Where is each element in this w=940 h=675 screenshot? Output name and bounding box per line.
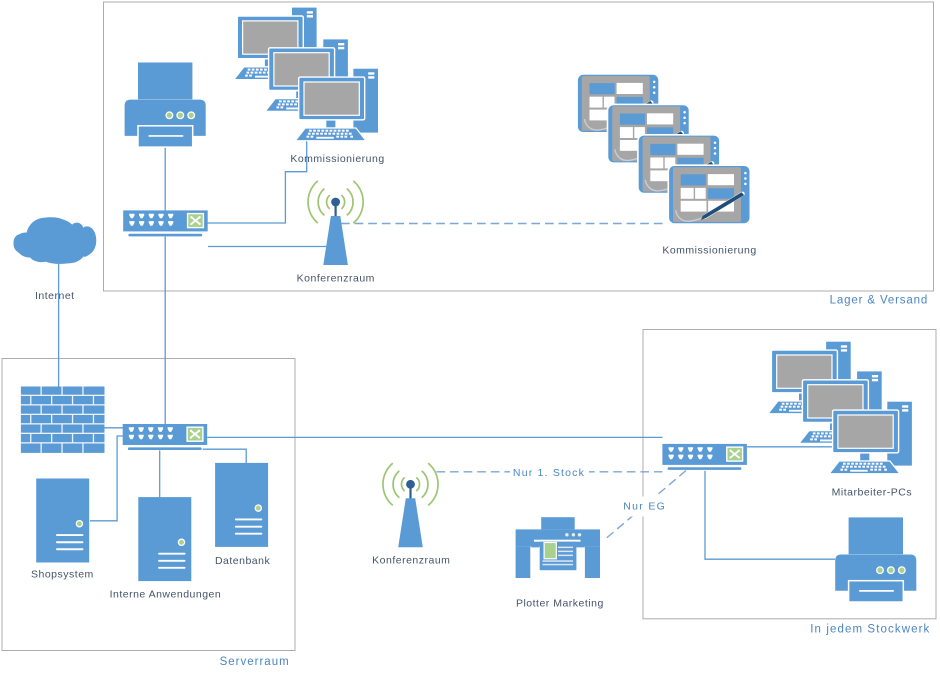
svg-text:Lager & Versand: Lager & Versand bbox=[830, 295, 928, 307]
svg-text:Plotter Marketing: Plotter Marketing bbox=[516, 598, 604, 610]
svg-text:Konferenzraum: Konferenzraum bbox=[372, 555, 450, 567]
svg-text:Datenbank: Datenbank bbox=[215, 555, 271, 567]
svg-text:Nur 1. Stock: Nur 1. Stock bbox=[513, 467, 585, 479]
svg-text:Interne Anwendungen: Interne Anwendungen bbox=[110, 589, 222, 601]
svg-text:In jedem Stockwerk: In jedem Stockwerk bbox=[810, 624, 930, 636]
svg-text:Shopsystem: Shopsystem bbox=[31, 569, 94, 581]
svg-text:Internet: Internet bbox=[35, 290, 75, 302]
svg-text:Konferenzraum: Konferenzraum bbox=[297, 273, 375, 285]
svg-text:Mitarbeiter-PCs: Mitarbeiter-PCs bbox=[832, 487, 912, 499]
svg-text:Nur EG: Nur EG bbox=[623, 501, 666, 513]
svg-text:Serverraum: Serverraum bbox=[220, 656, 290, 668]
svg-text:Kommissionierung: Kommissionierung bbox=[662, 245, 756, 257]
svg-text:Kommissionierung: Kommissionierung bbox=[290, 153, 384, 165]
